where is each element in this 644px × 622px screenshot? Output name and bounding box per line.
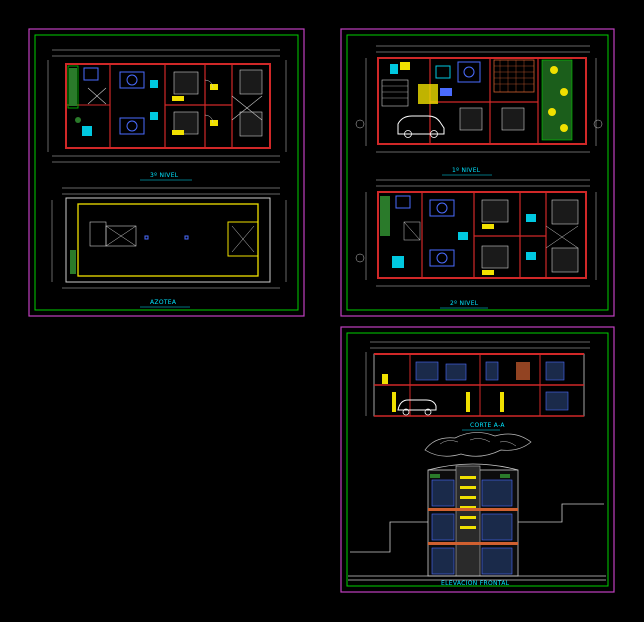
- label-corte-a-a: CORTE A-A: [470, 422, 505, 429]
- label-azotea: AZOTEA: [150, 299, 177, 306]
- plan-nivel-2: [355, 179, 597, 287]
- label-nivel-1: 1º NIVEL: [452, 167, 481, 174]
- section-corte-a-a: [365, 341, 590, 417]
- car-icon: [397, 115, 445, 138]
- label-elevacion-frontal: ELEVACION FRONTAL: [441, 580, 510, 587]
- label-nivel-2: 2º NIVEL: [450, 300, 479, 307]
- tree-icon: [541, 59, 573, 141]
- sheet-bottom-right: CORTE A-A: [340, 326, 615, 593]
- tree-icon: [424, 432, 532, 457]
- plan-azotea: [51, 187, 287, 289]
- label-nivel-3: 3º NIVEL: [150, 172, 179, 179]
- plan-nivel-1: [355, 45, 603, 153]
- elevation-frontal: [348, 463, 606, 581]
- car-icon: [397, 399, 437, 416]
- sheet-top-right: 1º NIVEL: [340, 28, 615, 317]
- plan-nivel-3: [47, 49, 287, 163]
- sheet-top-left: 3º NIVEL AZOTEA: [28, 28, 305, 317]
